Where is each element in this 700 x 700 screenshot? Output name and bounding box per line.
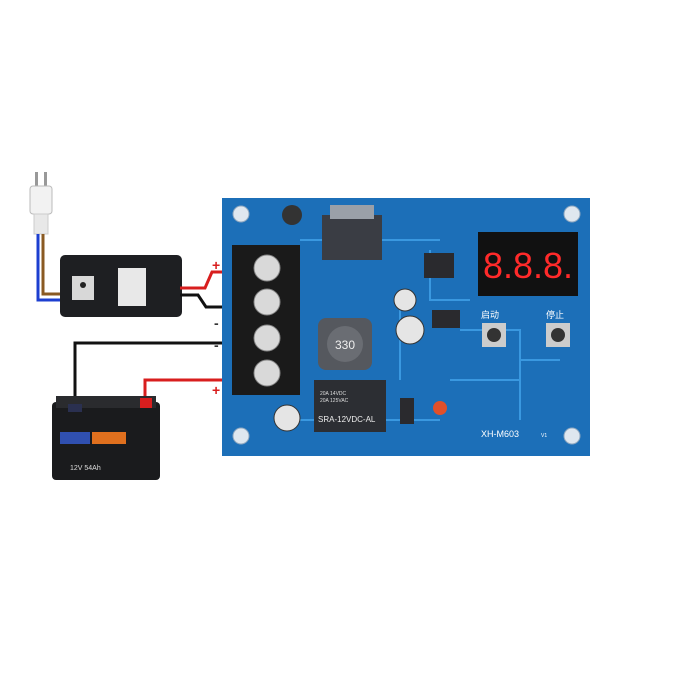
inductor: 330	[318, 318, 372, 370]
start-label: 启动	[481, 309, 499, 320]
relay: 20A 14VDC 20A 125VAC SRA-12VDC-AL	[314, 380, 386, 432]
battery: 12V 54Ah	[52, 396, 160, 480]
battery-label: 12V 54Ah	[70, 465, 101, 472]
capacitor	[282, 205, 302, 225]
driver-ic	[424, 253, 454, 278]
minus-label-top: -	[214, 315, 219, 331]
black-wire-battery	[73, 341, 240, 410]
power-plug	[29, 172, 60, 302]
charger-adapter	[60, 255, 182, 317]
minus-label-bottom: -	[214, 337, 219, 353]
seven-segment-display: 8.8.8.	[478, 232, 578, 296]
capacitor	[393, 288, 417, 312]
model-label: XH-M603	[481, 429, 519, 439]
svg-text:8.8.8.: 8.8.8.	[483, 245, 573, 286]
capacitor	[395, 315, 425, 345]
terminal-block	[232, 245, 300, 395]
pcb-board: 330 20A 14VDC 20A 125VAC SRA-12VDC-AL 8.…	[222, 198, 590, 456]
svg-text:SRA-12VDC-AL: SRA-12VDC-AL	[318, 415, 376, 424]
red-wire-battery	[143, 378, 240, 402]
plus-label-bottom: +	[212, 382, 220, 398]
regulator-chip	[322, 215, 382, 260]
mounting-holes	[232, 205, 581, 445]
capacitor	[273, 404, 301, 432]
svg-text:20A 14VDC: 20A 14VDC	[320, 391, 347, 397]
stop-label: 停止	[546, 309, 564, 320]
led	[433, 401, 447, 415]
plus-label-top: +	[212, 257, 220, 273]
version-label: V1	[541, 433, 547, 439]
svg-text:330: 330	[335, 338, 355, 352]
svg-text:20A 125VAC: 20A 125VAC	[320, 398, 349, 404]
